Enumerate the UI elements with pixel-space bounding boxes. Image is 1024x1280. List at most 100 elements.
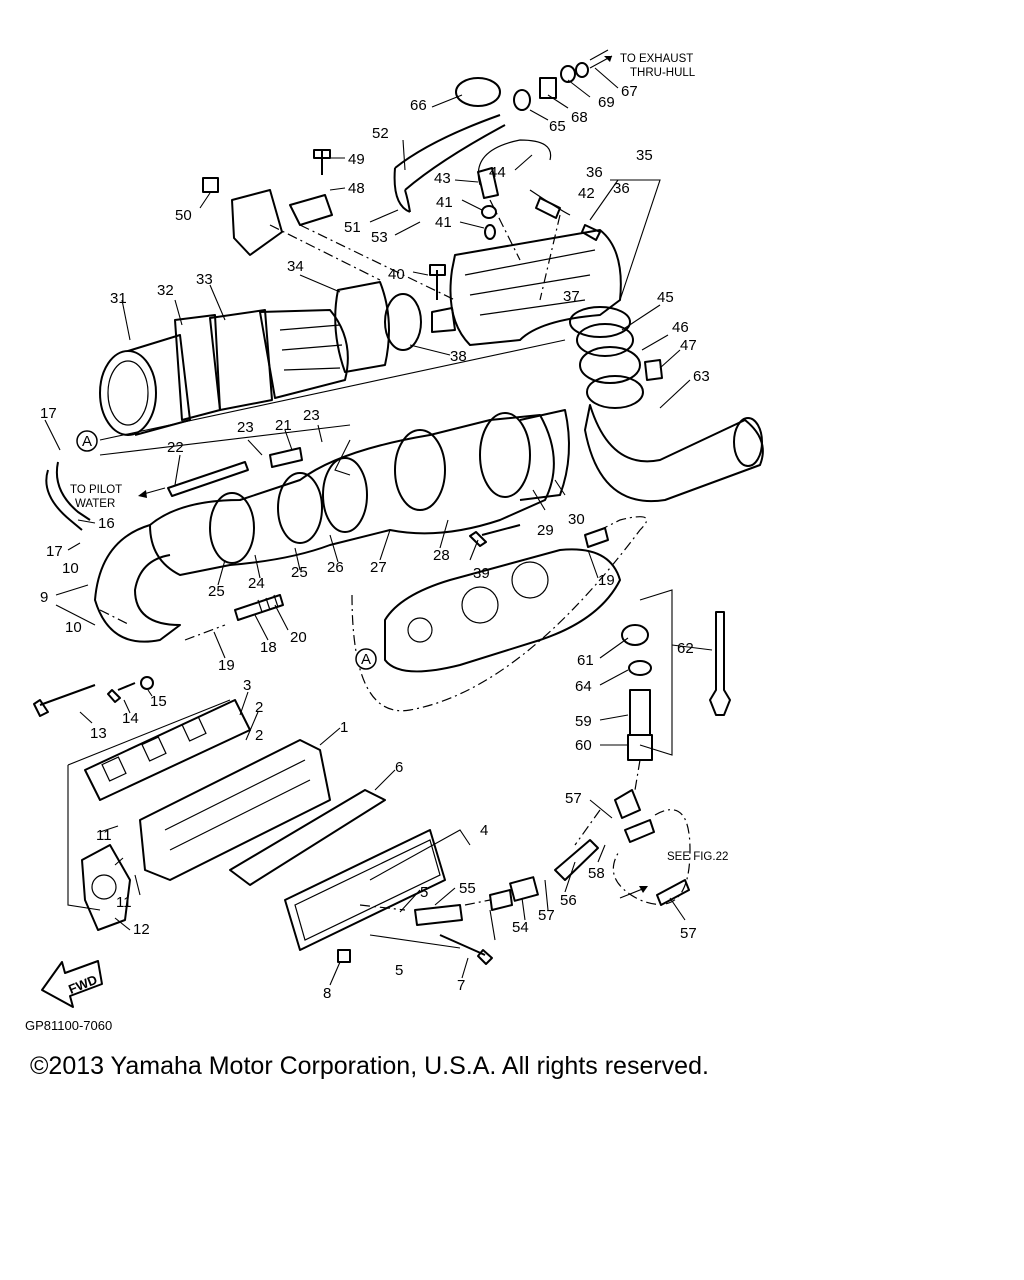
callout-35: 35 bbox=[636, 147, 653, 164]
callout-50: 50 bbox=[175, 207, 192, 224]
callout-62: 62 bbox=[677, 640, 694, 657]
callout-23: 23 bbox=[237, 419, 254, 436]
reference-brackets bbox=[55, 179, 713, 949]
callout-labels: 1223455678910101111121314151617171819192… bbox=[40, 83, 710, 1002]
callout-34: 34 bbox=[287, 258, 304, 275]
callout-66: 66 bbox=[410, 97, 427, 114]
callout-55: 55 bbox=[459, 880, 476, 897]
callout-2: 2 bbox=[255, 727, 263, 744]
drawing-code: GP81100-7060 bbox=[25, 1018, 112, 1033]
callout-21: 21 bbox=[275, 417, 292, 434]
callout-47: 47 bbox=[680, 337, 697, 354]
callout-36: 36 bbox=[613, 180, 630, 197]
callout-7: 7 bbox=[457, 977, 465, 994]
cover-6 bbox=[229, 789, 386, 886]
copyright-notice: ©2013 Yamaha Motor Corporation, U.S.A. A… bbox=[30, 1052, 709, 1080]
callout-45: 45 bbox=[657, 289, 674, 306]
callout-40: 40 bbox=[388, 266, 405, 283]
callout-17: 17 bbox=[46, 543, 63, 560]
gasket-3 bbox=[84, 699, 251, 801]
callout-2: 2 bbox=[255, 699, 263, 716]
callout-43: 43 bbox=[434, 170, 451, 187]
callout-6: 6 bbox=[395, 759, 403, 776]
callout-51: 51 bbox=[344, 219, 361, 236]
callout-46: 46 bbox=[672, 319, 689, 336]
svg-text:A: A bbox=[82, 433, 92, 450]
svg-text:A: A bbox=[361, 651, 371, 668]
callout-10: 10 bbox=[65, 619, 82, 636]
callout-5: 5 bbox=[420, 884, 428, 901]
fitting-68 bbox=[539, 77, 557, 99]
callout-52: 52 bbox=[372, 125, 389, 142]
callout-27: 27 bbox=[370, 559, 387, 576]
callout-10: 10 bbox=[62, 560, 79, 577]
callout-56: 56 bbox=[560, 892, 577, 909]
fwd-arrow-icon: FWD bbox=[41, 960, 103, 1008]
callout-48: 48 bbox=[348, 180, 365, 197]
callout-23: 23 bbox=[303, 407, 320, 424]
note-see-fig: SEE FIG.22 bbox=[667, 851, 728, 863]
callout-58: 58 bbox=[588, 865, 605, 882]
callout-57: 57 bbox=[538, 907, 555, 924]
callout-57: 57 bbox=[680, 925, 697, 942]
callout-12: 12 bbox=[133, 921, 150, 938]
callout-26: 26 bbox=[327, 559, 344, 576]
sensor-61 bbox=[709, 611, 731, 716]
callout-39: 39 bbox=[473, 565, 490, 582]
callout-53: 53 bbox=[371, 229, 388, 246]
connector-lines bbox=[99, 199, 648, 911]
callout-1: 1 bbox=[340, 719, 348, 736]
hose-50 bbox=[393, 114, 506, 213]
reference-marker-a: A A bbox=[76, 430, 377, 670]
callout-28: 28 bbox=[433, 547, 450, 564]
callout-31: 31 bbox=[110, 290, 127, 307]
callout-8: 8 bbox=[323, 985, 331, 1002]
callout-4: 4 bbox=[480, 822, 488, 839]
callout-63: 63 bbox=[693, 368, 710, 385]
note-to-pilot: TO PILOT bbox=[70, 484, 122, 496]
callout-17: 17 bbox=[40, 405, 57, 422]
exhaust-chamber bbox=[449, 229, 622, 346]
callout-41: 41 bbox=[435, 214, 452, 231]
callout-54: 54 bbox=[512, 919, 529, 936]
callout-69: 69 bbox=[598, 94, 615, 111]
callout-32: 32 bbox=[157, 282, 174, 299]
callout-25: 25 bbox=[291, 564, 308, 581]
callout-14: 14 bbox=[122, 710, 139, 727]
callout-11: 11 bbox=[96, 827, 112, 844]
diagram-notes: TO EXHAUST THRU-HULL TO PILOT WATER SEE … bbox=[25, 53, 728, 1033]
direction-arrows bbox=[138, 55, 648, 899]
callout-68: 68 bbox=[571, 109, 588, 126]
callout-42: 42 bbox=[578, 185, 595, 202]
callout-16: 16 bbox=[98, 515, 115, 532]
exhaust-manifold bbox=[139, 739, 331, 881]
callout-20: 20 bbox=[290, 629, 307, 646]
part-drawings bbox=[33, 62, 764, 965]
mount-bracket bbox=[231, 189, 333, 256]
note-thru-hull: THRU-HULL bbox=[630, 67, 696, 79]
callout-30: 30 bbox=[568, 511, 585, 528]
callout-15: 15 bbox=[150, 693, 167, 710]
callout-5: 5 bbox=[395, 962, 403, 979]
callout-19: 19 bbox=[598, 572, 615, 589]
callout-60: 60 bbox=[575, 737, 592, 754]
callout-11: 11 bbox=[116, 894, 132, 911]
callout-59: 59 bbox=[575, 713, 592, 730]
exploded-parts-diagram: FWD A A TO EXHAUST THRU-HULL TO PILOT WA… bbox=[25, 49, 764, 1033]
callout-44: 44 bbox=[489, 164, 506, 181]
leader-lines bbox=[44, 49, 691, 986]
callout-33: 33 bbox=[196, 271, 213, 288]
callout-24: 24 bbox=[248, 575, 265, 592]
callout-22: 22 bbox=[167, 439, 184, 456]
callout-25: 25 bbox=[208, 583, 225, 600]
callout-61: 61 bbox=[577, 652, 594, 669]
callout-19: 19 bbox=[218, 657, 235, 674]
engine-block bbox=[384, 548, 621, 673]
callout-18: 18 bbox=[260, 639, 277, 656]
gasket-34 bbox=[334, 281, 390, 373]
callout-13: 13 bbox=[90, 725, 107, 742]
callout-64: 64 bbox=[575, 678, 592, 695]
callout-57: 57 bbox=[565, 790, 582, 807]
note-water: WATER bbox=[75, 498, 115, 510]
callout-3: 3 bbox=[243, 677, 251, 694]
